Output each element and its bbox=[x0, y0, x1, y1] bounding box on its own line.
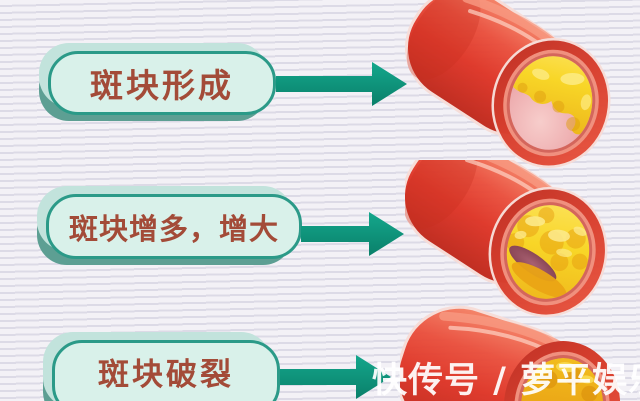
artery-illustration-stage-3 bbox=[400, 305, 621, 401]
label-box-3: 斑块破裂 bbox=[52, 340, 280, 401]
step-box-2: 斑块增多，增大 bbox=[37, 186, 302, 265]
step-box-3: 斑块破裂 bbox=[43, 332, 280, 401]
artery-opening bbox=[503, 341, 621, 401]
flow-arrow-icon-2 bbox=[301, 212, 404, 256]
flow-arrow-icon-1 bbox=[276, 62, 407, 106]
plaque-ruptured bbox=[520, 358, 604, 401]
artery-opening bbox=[491, 37, 611, 169]
flow-arrow-icon-3 bbox=[280, 355, 391, 399]
step-label-1: 斑块形成 bbox=[90, 66, 234, 105]
label-box-1: 斑块形成 bbox=[48, 51, 276, 115]
label-box-2: 斑块增多，增大 bbox=[46, 194, 302, 259]
step-label-2: 斑块增多，增大 bbox=[68, 211, 279, 246]
artery-illustration-stage-1 bbox=[405, 0, 611, 169]
step-box-1: 斑块形成 bbox=[39, 43, 276, 121]
watermark-text: 快传号 / 萝平娱乐 bbox=[372, 361, 640, 401]
artery-opening bbox=[488, 186, 608, 318]
step-label-3: 斑块破裂 bbox=[98, 356, 234, 393]
artery-illustration-stage-2 bbox=[405, 160, 608, 318]
